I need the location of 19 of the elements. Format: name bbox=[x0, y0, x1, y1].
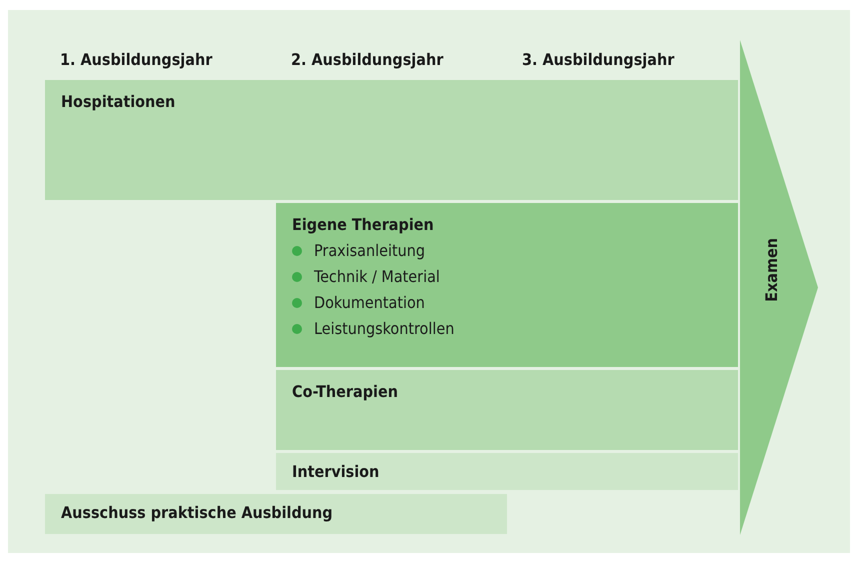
bullet-item: Technik / Material bbox=[292, 267, 440, 286]
exam-label: Examen bbox=[762, 238, 781, 302]
year-heading: 3. Ausbildungsjahr bbox=[522, 50, 674, 69]
bullet-item: Leistungskontrollen bbox=[292, 319, 454, 338]
intervision-band bbox=[276, 453, 738, 490]
exam-arrow bbox=[740, 40, 818, 535]
band-heading: Intervision bbox=[292, 462, 380, 481]
therapy-band bbox=[276, 203, 738, 367]
band-heading: Hospitationen bbox=[61, 92, 176, 111]
co-therapy-band bbox=[276, 370, 738, 450]
bullet-item: Dokumentation bbox=[292, 293, 425, 312]
bullet-item: Praxisanleitung bbox=[292, 241, 425, 260]
year-heading: 2. Ausbildungsjahr bbox=[291, 50, 444, 69]
band-heading: Co-Therapien bbox=[292, 382, 398, 401]
band-heading: Eigene Therapien bbox=[292, 215, 434, 234]
committee-band bbox=[45, 494, 507, 534]
band-heading: Ausschuss praktische Ausbildung bbox=[61, 503, 333, 522]
hospitation-band bbox=[45, 80, 738, 200]
year-heading: 1. Ausbildungsjahr bbox=[60, 50, 212, 69]
